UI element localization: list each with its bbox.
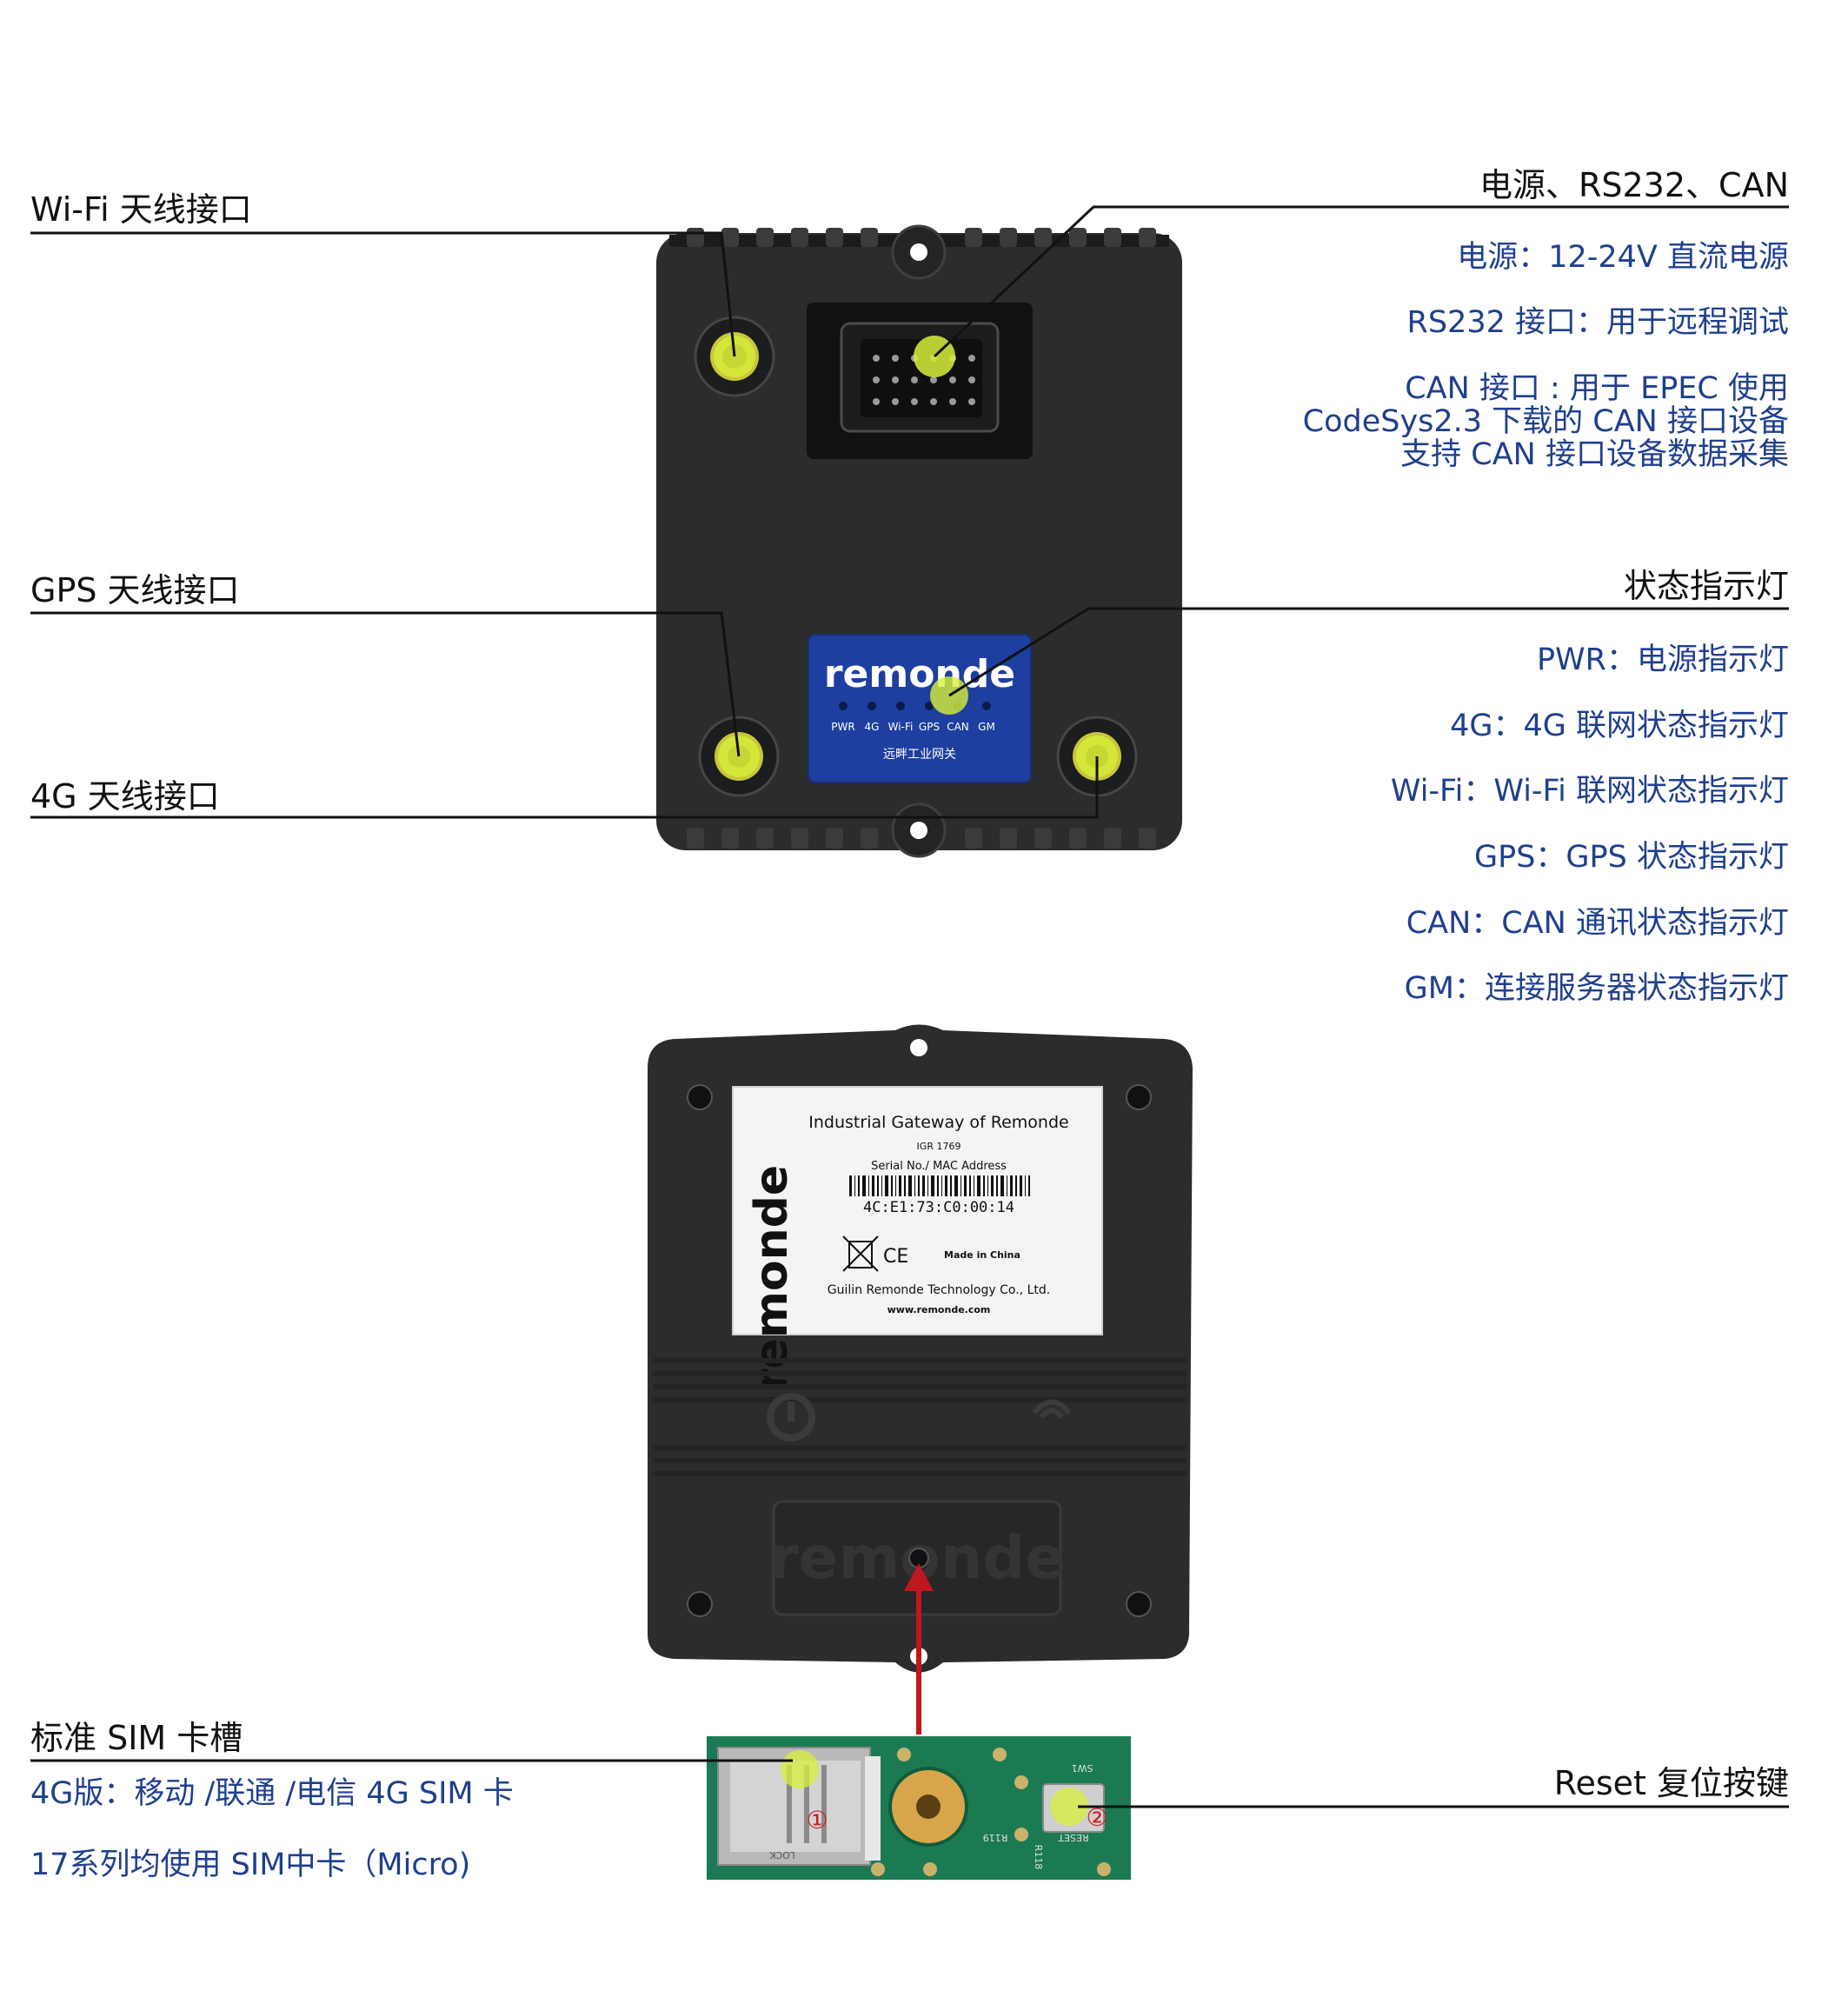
led-note-4: CAN：CAN 通讯状态指示灯 <box>1406 906 1789 941</box>
sticker-mac: 4C:E1:73:C0:00:14 <box>863 1199 1014 1216</box>
pcb-r118-text: R118 <box>1033 1845 1044 1870</box>
back-brand: remonde <box>746 1165 798 1391</box>
top-fins <box>687 228 1156 247</box>
wifi-emboss-icon <box>1032 1399 1072 1419</box>
led-label-gps: GPS <box>919 721 940 733</box>
power-rs232-can-connector <box>807 303 1033 459</box>
led-note-3: GPS：GPS 状态指示灯 <box>1473 840 1789 875</box>
sim-arrow <box>904 1563 934 1735</box>
ce-mark: CE <box>883 1246 908 1268</box>
weee-icon <box>842 1235 879 1272</box>
led-label-wifi: Wi-Fi <box>888 721 914 733</box>
back-ribs <box>654 1358 1187 1476</box>
led-note-5: GM：连接服务器状态指示灯 <box>1404 971 1789 1006</box>
sticker-title: Industrial Gateway of Remonde <box>808 1113 1068 1132</box>
sim-note-0: 4G版：移动 /联通 /电信 4G SIM 卡 <box>30 1776 514 1811</box>
sticker-website: www.remonde.com <box>887 1304 991 1315</box>
front-leader-lines <box>30 205 1789 819</box>
led-label-4g: 4G <box>865 721 880 733</box>
led-panel: remonde PWR 4G Wi-Fi GPS CAN GM 远畔工业网关 <box>808 634 1032 783</box>
pcb-r119-text: R119 <box>983 1832 1008 1843</box>
power-note-1: RS232 接口：用于远程调试 <box>1406 305 1789 340</box>
power-note-3: CodeSys2.3 下载的 CAN 接口设备 <box>1302 404 1789 439</box>
label-status-leds: 状态指示灯 <box>1623 567 1789 605</box>
power-note-0: 电源：12-24V 直流电源 <box>1457 240 1789 275</box>
led-label-gm: GM <box>978 721 995 733</box>
bottom-fins <box>687 828 1156 849</box>
wifi-antenna-connector <box>694 316 775 397</box>
pcb-reset-text: RESET <box>1058 1832 1089 1843</box>
sticker-serial-label: Serial No./ MAC Address <box>871 1160 1007 1173</box>
pcb-lock-text: LOCK <box>769 1849 795 1861</box>
back-leader-lines <box>30 1759 1789 1808</box>
sim-note-1: 17系列均使用 SIM中卡（Micro) <box>30 1848 471 1882</box>
power-note-2: CAN 接口 : 用于 EPEC 使用 <box>1405 371 1789 406</box>
label-reset-button: Reset 复位按键 <box>1553 1764 1789 1802</box>
front-subtitle: 远畔工业网关 <box>883 748 956 762</box>
led-note-0: PWR：电源指示灯 <box>1536 643 1789 677</box>
device-front: remonde PWR 4G Wi-Fi GPS CAN GM 远畔工业网关 <box>656 224 1182 858</box>
pcb-photo: LOCK ① ② RESET SW1 R119 R118 <box>707 1736 1131 1880</box>
pcb-marker-1: ① <box>806 1806 828 1835</box>
led-note-2: Wi-Fi：Wi-Fi 联网状态指示灯 <box>1390 774 1789 809</box>
led-note-1: 4G：4G 联网状态指示灯 <box>1450 709 1789 743</box>
led-label-pwr: PWR <box>831 721 854 733</box>
label-gps-antenna: GPS 天线接口 <box>30 571 240 609</box>
led-label-can: CAN <box>947 721 969 733</box>
label-wifi-antenna: Wi-Fi 天线接口 <box>30 190 252 229</box>
power-note-4: 支持 CAN 接口设备数据采集 <box>1400 437 1789 472</box>
front-brand: remonde <box>824 652 1015 696</box>
sticker-company: Guilin Remonde Technology Co., Ltd. <box>828 1283 1050 1297</box>
power-emboss-icon <box>767 1393 815 1442</box>
label-sim-slot: 标准 SIM 卡槽 <box>30 1719 243 1757</box>
barcode <box>849 1175 1030 1196</box>
label-4g-antenna: 4G 天线接口 <box>30 777 220 816</box>
device-back: remonde Industrial Gateway of Remonde IG… <box>648 1024 1193 1673</box>
pcb-sw-text: SW1 <box>1072 1762 1094 1774</box>
label-power-rs232-can: 电源、RS232、CAN <box>1479 166 1789 204</box>
sticker-model: IGR 1769 <box>917 1141 961 1152</box>
sticker-made-in: Made in China <box>944 1249 1020 1261</box>
